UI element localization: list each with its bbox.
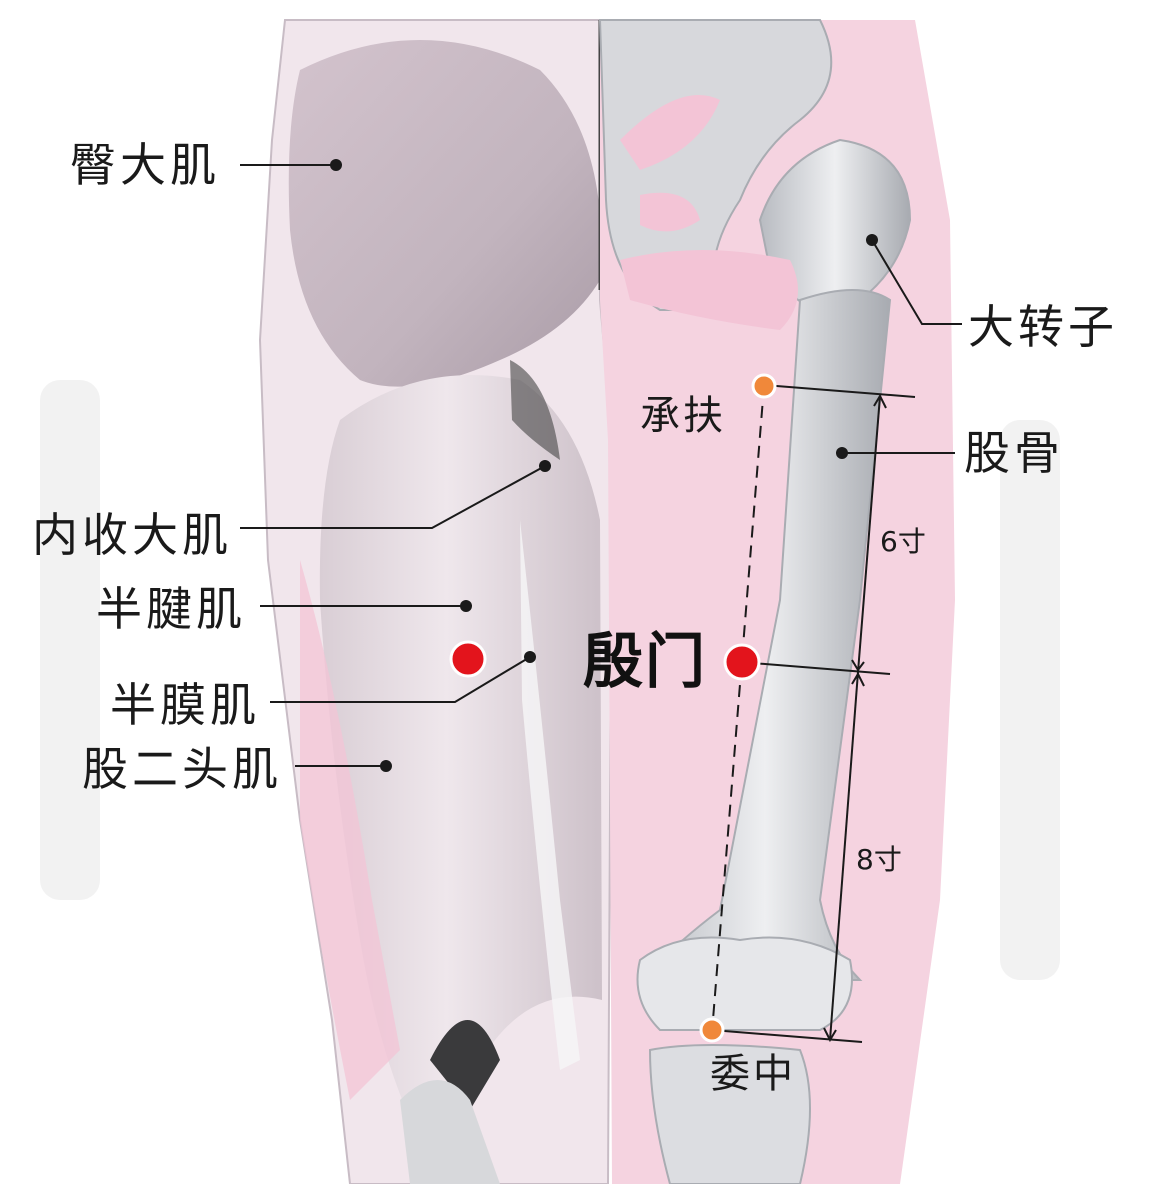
measurement-lines [711,384,916,1043]
semimembranosus-leader [270,656,531,703]
left-leg [258,19,614,1184]
pelvis-pink-1 [620,95,720,170]
label-semimembranosus: 半膜肌 [110,678,260,732]
tendon-strip [520,520,580,1070]
arrow-4 [823,1027,837,1043]
biceps-femoris-pink [300,560,400,1100]
label-chengfu: 承扶 [640,393,726,439]
label-femur: 股骨 [964,426,1064,480]
yinmen-horizontal-line [739,661,891,675]
semitendinosus-dot [460,600,472,612]
left-yinmen-point [449,640,487,678]
arrow-1 [873,393,887,409]
knee-condyles [636,936,853,1031]
femur-dot [836,447,848,459]
label-adductor-magnus: 内收大肌 [32,508,232,562]
chengfu-point [751,373,777,399]
watermark [40,380,1060,980]
adductor-dark [510,360,560,460]
tibia-top [648,1044,811,1184]
label-upper-measure: 6寸 [880,525,926,558]
adductor-dot [539,460,551,472]
lower-leg-left [400,1080,500,1184]
gluteus-maximus-shape [288,40,602,387]
label-greater-trochanter: 大转子 [968,300,1118,354]
biceps-dot [380,760,392,772]
arrow-2 [851,659,865,672]
label-semitendinosus: 半腱肌 [96,582,246,636]
label-lower-measure: 8寸 [856,843,902,876]
trochanter-dot [866,234,878,246]
label-gluteus-maximus: 臀大肌 [70,138,220,192]
label-weizhong: 委中 [710,1051,796,1097]
trochanter-leader [871,239,962,325]
weizhong-point [699,1017,725,1043]
femur-shaft [637,289,892,981]
thigh-muscle-shape [319,375,602,1140]
pelvis-pink-2 [640,192,700,232]
label-yinmen: 殷门 [583,627,707,697]
gluteus-dot [330,159,342,171]
semimembranosus-dot [524,651,536,663]
lower-measure-line [829,671,859,1041]
meridian-dashed-line [711,385,765,1033]
ischium-pink [620,250,798,330]
adductor-leader [240,465,546,529]
yinmen-point [723,643,761,681]
right-leg [598,19,955,1184]
arrow-3 [851,671,865,687]
chengfu-horizontal-line [763,384,916,398]
acupoints [449,373,777,1043]
label-biceps-femoris: 股二头肌 [82,742,282,796]
leader-dots [330,159,878,772]
leader-lines [240,164,962,767]
upper-measure-line [857,395,881,673]
popliteal-fossa [430,1020,500,1110]
weizhong-horizontal-line [711,1029,863,1043]
